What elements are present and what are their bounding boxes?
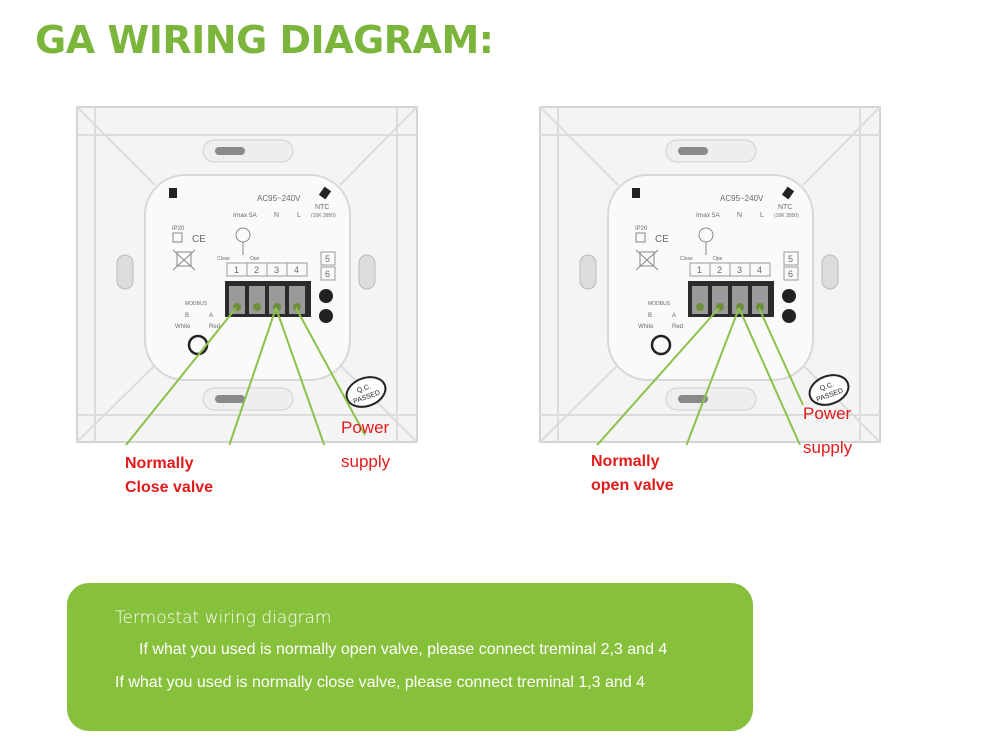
waste-bin-icon xyxy=(172,249,196,271)
red-wire-text: Red xyxy=(209,324,220,330)
page-title: GA WIRING DIAGRAM: xyxy=(35,18,494,62)
thermostat-back-drawing-right: AC95~240V Imax 5A N L NTC (10K 3950) IP2… xyxy=(539,106,881,445)
left-power-label-line2: supply xyxy=(341,452,391,471)
cable-hole-icon xyxy=(650,334,672,356)
terminal-6-label: 6 xyxy=(325,269,330,279)
qc-passed-sticker: Q.C. PASSED xyxy=(345,376,387,408)
instruction-title: Termostat wiring diagram xyxy=(115,608,332,628)
modbus-text: MODBUS xyxy=(185,301,208,307)
ope-text: Ope xyxy=(713,256,723,262)
ntc-screw-bottom xyxy=(782,309,796,323)
terminal-2-label: 2 xyxy=(254,265,259,275)
qc-passed-sticker: Q.C. PASSED xyxy=(808,374,850,406)
right-power-label-line2: supply xyxy=(803,438,853,457)
n-text: N xyxy=(737,212,742,219)
n-text: N xyxy=(274,212,279,219)
instruction-line-open-valve: If what you used is normally open valve,… xyxy=(139,641,668,658)
ntc-text: NTC xyxy=(778,204,792,211)
imax-text: Imax 5A xyxy=(233,212,258,219)
terminal-3-label: 3 xyxy=(274,265,279,275)
terminal-4-label: 4 xyxy=(757,265,762,275)
right-power-label-line1: Power xyxy=(803,404,852,423)
terminal-5-label: 5 xyxy=(325,254,330,264)
ntc-screw-bottom xyxy=(319,309,333,323)
svg-text:Q.C.: Q.C. xyxy=(819,381,835,393)
ope-text: Ope xyxy=(250,256,260,262)
l-text: L xyxy=(760,212,764,219)
modbus-b-text: B xyxy=(648,313,652,319)
white-wire-text: White xyxy=(638,324,654,330)
ip-text: IP20 xyxy=(635,226,648,232)
instruction-box: Termostat wiring diagram If what you use… xyxy=(67,583,753,731)
close-text: Close xyxy=(680,256,693,262)
ce-mark: CE xyxy=(655,234,669,245)
ip-text: IP20 xyxy=(172,226,185,232)
waste-bin-icon xyxy=(635,249,659,271)
modbus-a-text: A xyxy=(209,313,213,319)
wire-lines xyxy=(595,307,804,445)
ntc-screw-top xyxy=(782,289,796,303)
voltage-text: AC95~240V xyxy=(720,194,764,203)
left-valve-label-line2: Close valve xyxy=(125,479,214,496)
voltage-text: AC95~240V xyxy=(257,194,301,203)
ntc-screw-top xyxy=(319,289,333,303)
thermostat-back-right: AC95~240V Imax 5A N L NTC (10K 3950) IP2… xyxy=(538,105,883,445)
terminal-6-label: 6 xyxy=(788,269,793,279)
white-wire-text: White xyxy=(175,324,191,330)
thermostat-back-drawing-left: AC95~240V Imax 5A N L NTC (10K 3950) IP2… xyxy=(76,106,418,445)
terminal-2-label: 2 xyxy=(717,265,722,275)
modbus-text: MODBUS xyxy=(648,301,671,307)
red-wire-text: Red xyxy=(672,324,683,330)
ip-square-icon xyxy=(635,232,646,243)
ntc-spec-text: (10K 3950) xyxy=(774,213,799,219)
wire-lines xyxy=(124,307,366,445)
instruction-line-close-valve: If what you used is normally close valve… xyxy=(115,674,646,691)
thermostat-back-left: AC95~240V Imax 5A N L NTC (10K 3950) IP2… xyxy=(75,105,420,445)
right-valve-label-line1: Normally xyxy=(591,453,660,470)
ntc-text: NTC xyxy=(315,204,329,211)
l-text: L xyxy=(297,212,301,219)
terminal-1-label: 1 xyxy=(697,265,702,275)
svg-text:Q.C.: Q.C. xyxy=(356,383,372,395)
modbus-b-text: B xyxy=(185,313,189,319)
terminal-5-label: 5 xyxy=(788,254,793,264)
ip-square-icon xyxy=(172,232,183,243)
close-text: Close xyxy=(217,256,230,262)
ce-mark: CE xyxy=(192,234,206,245)
terminal-3-label: 3 xyxy=(737,265,742,275)
modbus-a-text: A xyxy=(672,313,676,319)
left-valve-label-line1: Normally xyxy=(125,455,194,472)
ntc-spec-text: (10K 3950) xyxy=(311,213,336,219)
terminal-4-label: 4 xyxy=(294,265,299,275)
left-power-label-line1: Power xyxy=(341,418,390,437)
imax-text: Imax 5A xyxy=(696,212,721,219)
terminal-1-label: 1 xyxy=(234,265,239,275)
right-valve-label-line2: open valve xyxy=(591,477,674,494)
terminal-block xyxy=(688,281,774,317)
